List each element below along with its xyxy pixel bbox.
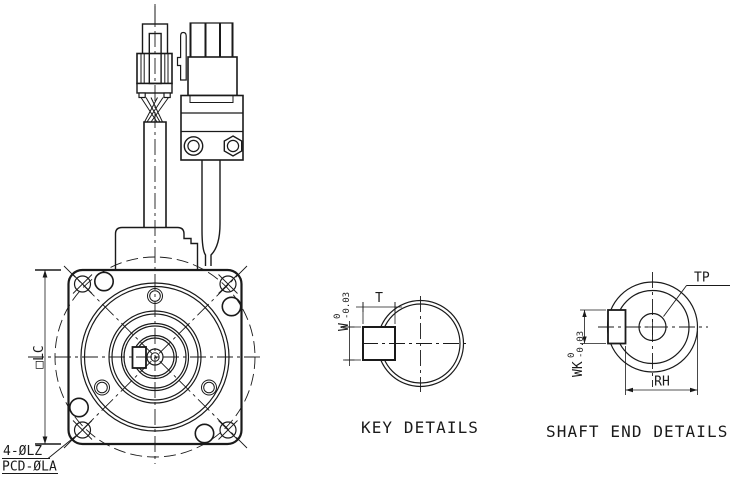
key-width-label: T — [375, 291, 383, 306]
face-screw-hole — [94, 379, 110, 396]
keyway-tol-upper: 0 — [567, 353, 577, 358]
shaft-keyway — [131, 346, 147, 369]
key-height-tol-lower: -0.03 — [342, 292, 352, 319]
connector-latch — [176, 31, 187, 81]
flange-size-label: □LC — [32, 345, 47, 368]
key-details-caption: KEY DETAILS — [361, 418, 479, 437]
key-height-label: W — [337, 323, 352, 331]
shaft-diameter-dimension: RH — [625, 331, 698, 395]
key-width-dimension: T — [356, 291, 402, 324]
power-cable — [201, 160, 207, 266]
body-bolt-head — [69, 397, 90, 418]
hex-nut-fastener — [223, 135, 243, 157]
shaft-end-view: WK 0 -0.03 RH TP SHAFT END DETAILS — [546, 271, 730, 441]
body-bolt-head — [94, 271, 115, 292]
keyway-tol-lower: -0.03 — [576, 331, 586, 358]
encoder-wires — [140, 97, 169, 123]
tapped-hole-callout: TP — [663, 271, 730, 317]
shaft-diameter-label: RH — [654, 375, 670, 390]
pitch-circle-note: PCD-ØLA — [2, 460, 57, 475]
power-connector-block — [180, 94, 244, 161]
power-connector-body — [187, 56, 238, 97]
round-fastener — [183, 136, 204, 156]
key-height-dimension: W 0 -0.03 — [333, 292, 361, 366]
keyway-width-dimension: WK 0 -0.03 — [567, 309, 606, 377]
face-screw-hole — [201, 379, 217, 396]
encoder-connector — [136, 6, 173, 262]
shaft-end-caption: SHAFT END DETAILS — [546, 422, 728, 441]
motor-front-view: □LC 4-ØLZ PCD-ØLA — [2, 4, 262, 475]
keyway-width-label: WK — [571, 361, 586, 377]
mount-holes-callout: 4-ØLZ PCD-ØLA — [2, 434, 78, 475]
tapped-hole-label: TP — [694, 271, 710, 286]
centerlines — [28, 4, 262, 464]
key-details-view: T W 0 -0.03 KEY DETAILS — [333, 291, 479, 437]
flange-size-dimension: □LC — [32, 269, 61, 445]
power-connector — [176, 22, 244, 266]
key-height-tol-upper: 0 — [333, 314, 343, 319]
cable-gland-housing — [114, 226, 199, 271]
mount-holes-note: 4-ØLZ — [3, 444, 42, 459]
body-bolt-head — [194, 423, 215, 444]
body-bolt-head — [221, 296, 242, 317]
